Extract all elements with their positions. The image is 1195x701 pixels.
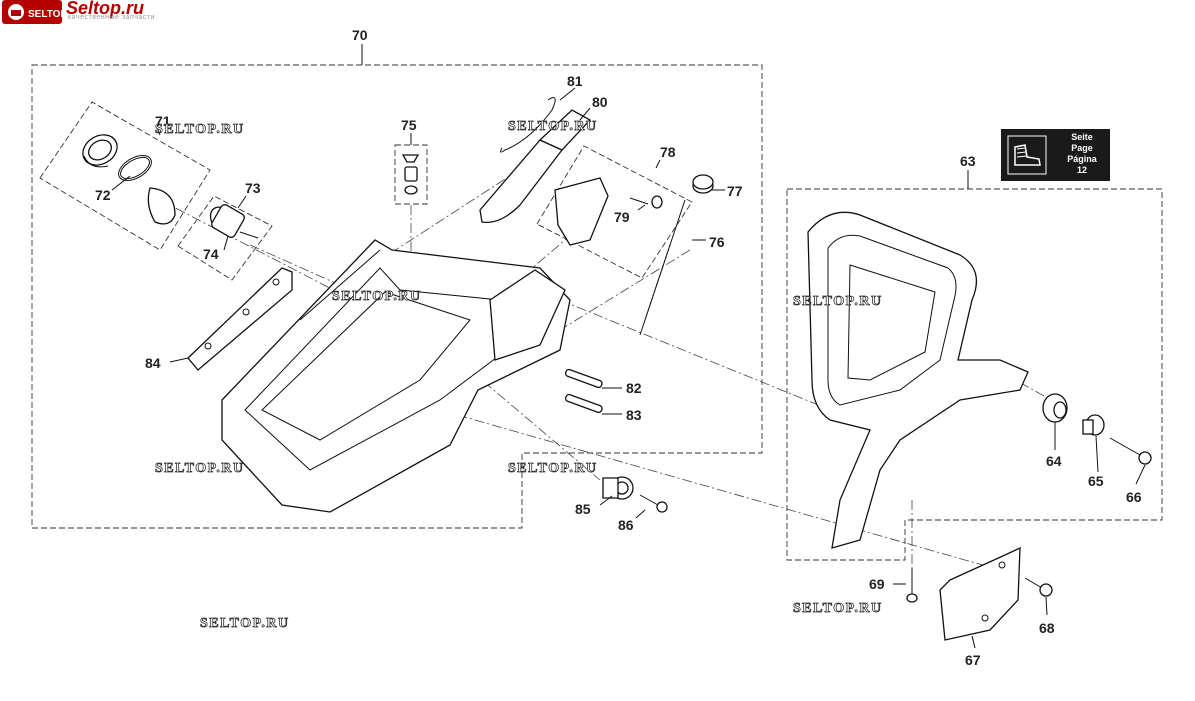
group-71-box [39, 101, 211, 251]
callout-77: 77 [727, 183, 743, 199]
part-77-knob [692, 174, 714, 194]
callout-83: 83 [626, 407, 642, 423]
part-72-o-ring [118, 155, 176, 225]
part-84-bracket-plate [187, 267, 293, 371]
callout-84: 84 [145, 355, 161, 371]
logo-text: Seltop.ru [66, 0, 145, 18]
callout-68: 68 [1039, 620, 1055, 636]
part-75-spring-assembly [401, 154, 420, 195]
ref-page: Page [1071, 143, 1093, 153]
group-78-box [536, 145, 693, 279]
callout-69: 69 [869, 576, 885, 592]
callout-73: 73 [245, 180, 261, 196]
callout-67: 67 [965, 652, 981, 668]
watermark-2: SELTOP.RU [508, 119, 598, 134]
logo-subtitle: качественные запчасти [68, 14, 155, 21]
callout-81: 81 [567, 73, 583, 89]
part-86-screw [639, 494, 668, 513]
boot-icon [1007, 135, 1047, 175]
group-75-box [394, 144, 428, 205]
part-71-tank-cap [82, 134, 118, 168]
part-70-rear-handle-housing [221, 239, 571, 513]
callout-70: 70 [352, 27, 368, 43]
part-64-damper [1042, 393, 1068, 423]
group-73-box [177, 195, 273, 281]
callout-63: 63 [960, 153, 976, 169]
watermark-1: SELTOP.RU [155, 122, 245, 137]
callout-82: 82 [626, 380, 642, 396]
part-81-spring [500, 97, 556, 153]
callout-75: 75 [401, 117, 417, 133]
part-68-screw [1024, 577, 1053, 597]
group-70-box [31, 64, 763, 529]
svg-text:SELTOP: SELTOP [28, 9, 62, 20]
callout-64: 64 [1046, 453, 1062, 469]
callout-74: 74 [203, 246, 219, 262]
part-65-washer [1082, 414, 1105, 436]
part-69-screw [906, 568, 918, 603]
watermark-7: SELTOP.RU [793, 601, 883, 616]
ref-seite: Seite [1071, 132, 1093, 142]
part-82-pin [564, 368, 603, 389]
callout-76: 76 [709, 234, 725, 250]
part-80-throttle-trigger [479, 109, 592, 224]
part-63-front-handle [807, 211, 1029, 549]
part-78-lock-lever [554, 177, 609, 246]
group-63-box [786, 188, 1163, 561]
part-85-vibration-damper [602, 476, 634, 500]
leader-lines [111, 44, 1146, 649]
part-73-74-fuel-filter [209, 204, 259, 239]
callout-86: 86 [618, 517, 634, 533]
watermark-4: SELTOP.RU [793, 294, 883, 309]
watermark-6: SELTOP.RU [508, 461, 598, 476]
brand-logo: SELTOP Seltop.ru качественные запчасти [2, 0, 202, 24]
ref-pagina: Página [1067, 154, 1097, 164]
part-67-cover [939, 546, 1021, 641]
callout-78: 78 [660, 144, 676, 160]
part-66-screw [1109, 437, 1152, 465]
callout-66: 66 [1126, 489, 1142, 505]
part-76-cable [639, 199, 686, 336]
fist-logo-icon: SELTOP [2, 0, 62, 24]
watermark-3: SELTOP.RU [332, 289, 422, 304]
part-79-pin [629, 195, 663, 209]
watermark-5: SELTOP.RU [155, 461, 245, 476]
page-reference-box: Seite Page Página 12 [1001, 129, 1110, 181]
callout-65: 65 [1088, 473, 1104, 489]
callout-71: 71 [155, 113, 171, 129]
callout-85: 85 [575, 501, 591, 517]
part-83-pin [564, 393, 603, 414]
callout-72: 72 [95, 187, 111, 203]
callout-80: 80 [592, 94, 608, 110]
callout-79: 79 [614, 209, 630, 225]
ref-page-number: 12 [1076, 165, 1087, 175]
watermark-8: SELTOP.RU [200, 616, 290, 631]
